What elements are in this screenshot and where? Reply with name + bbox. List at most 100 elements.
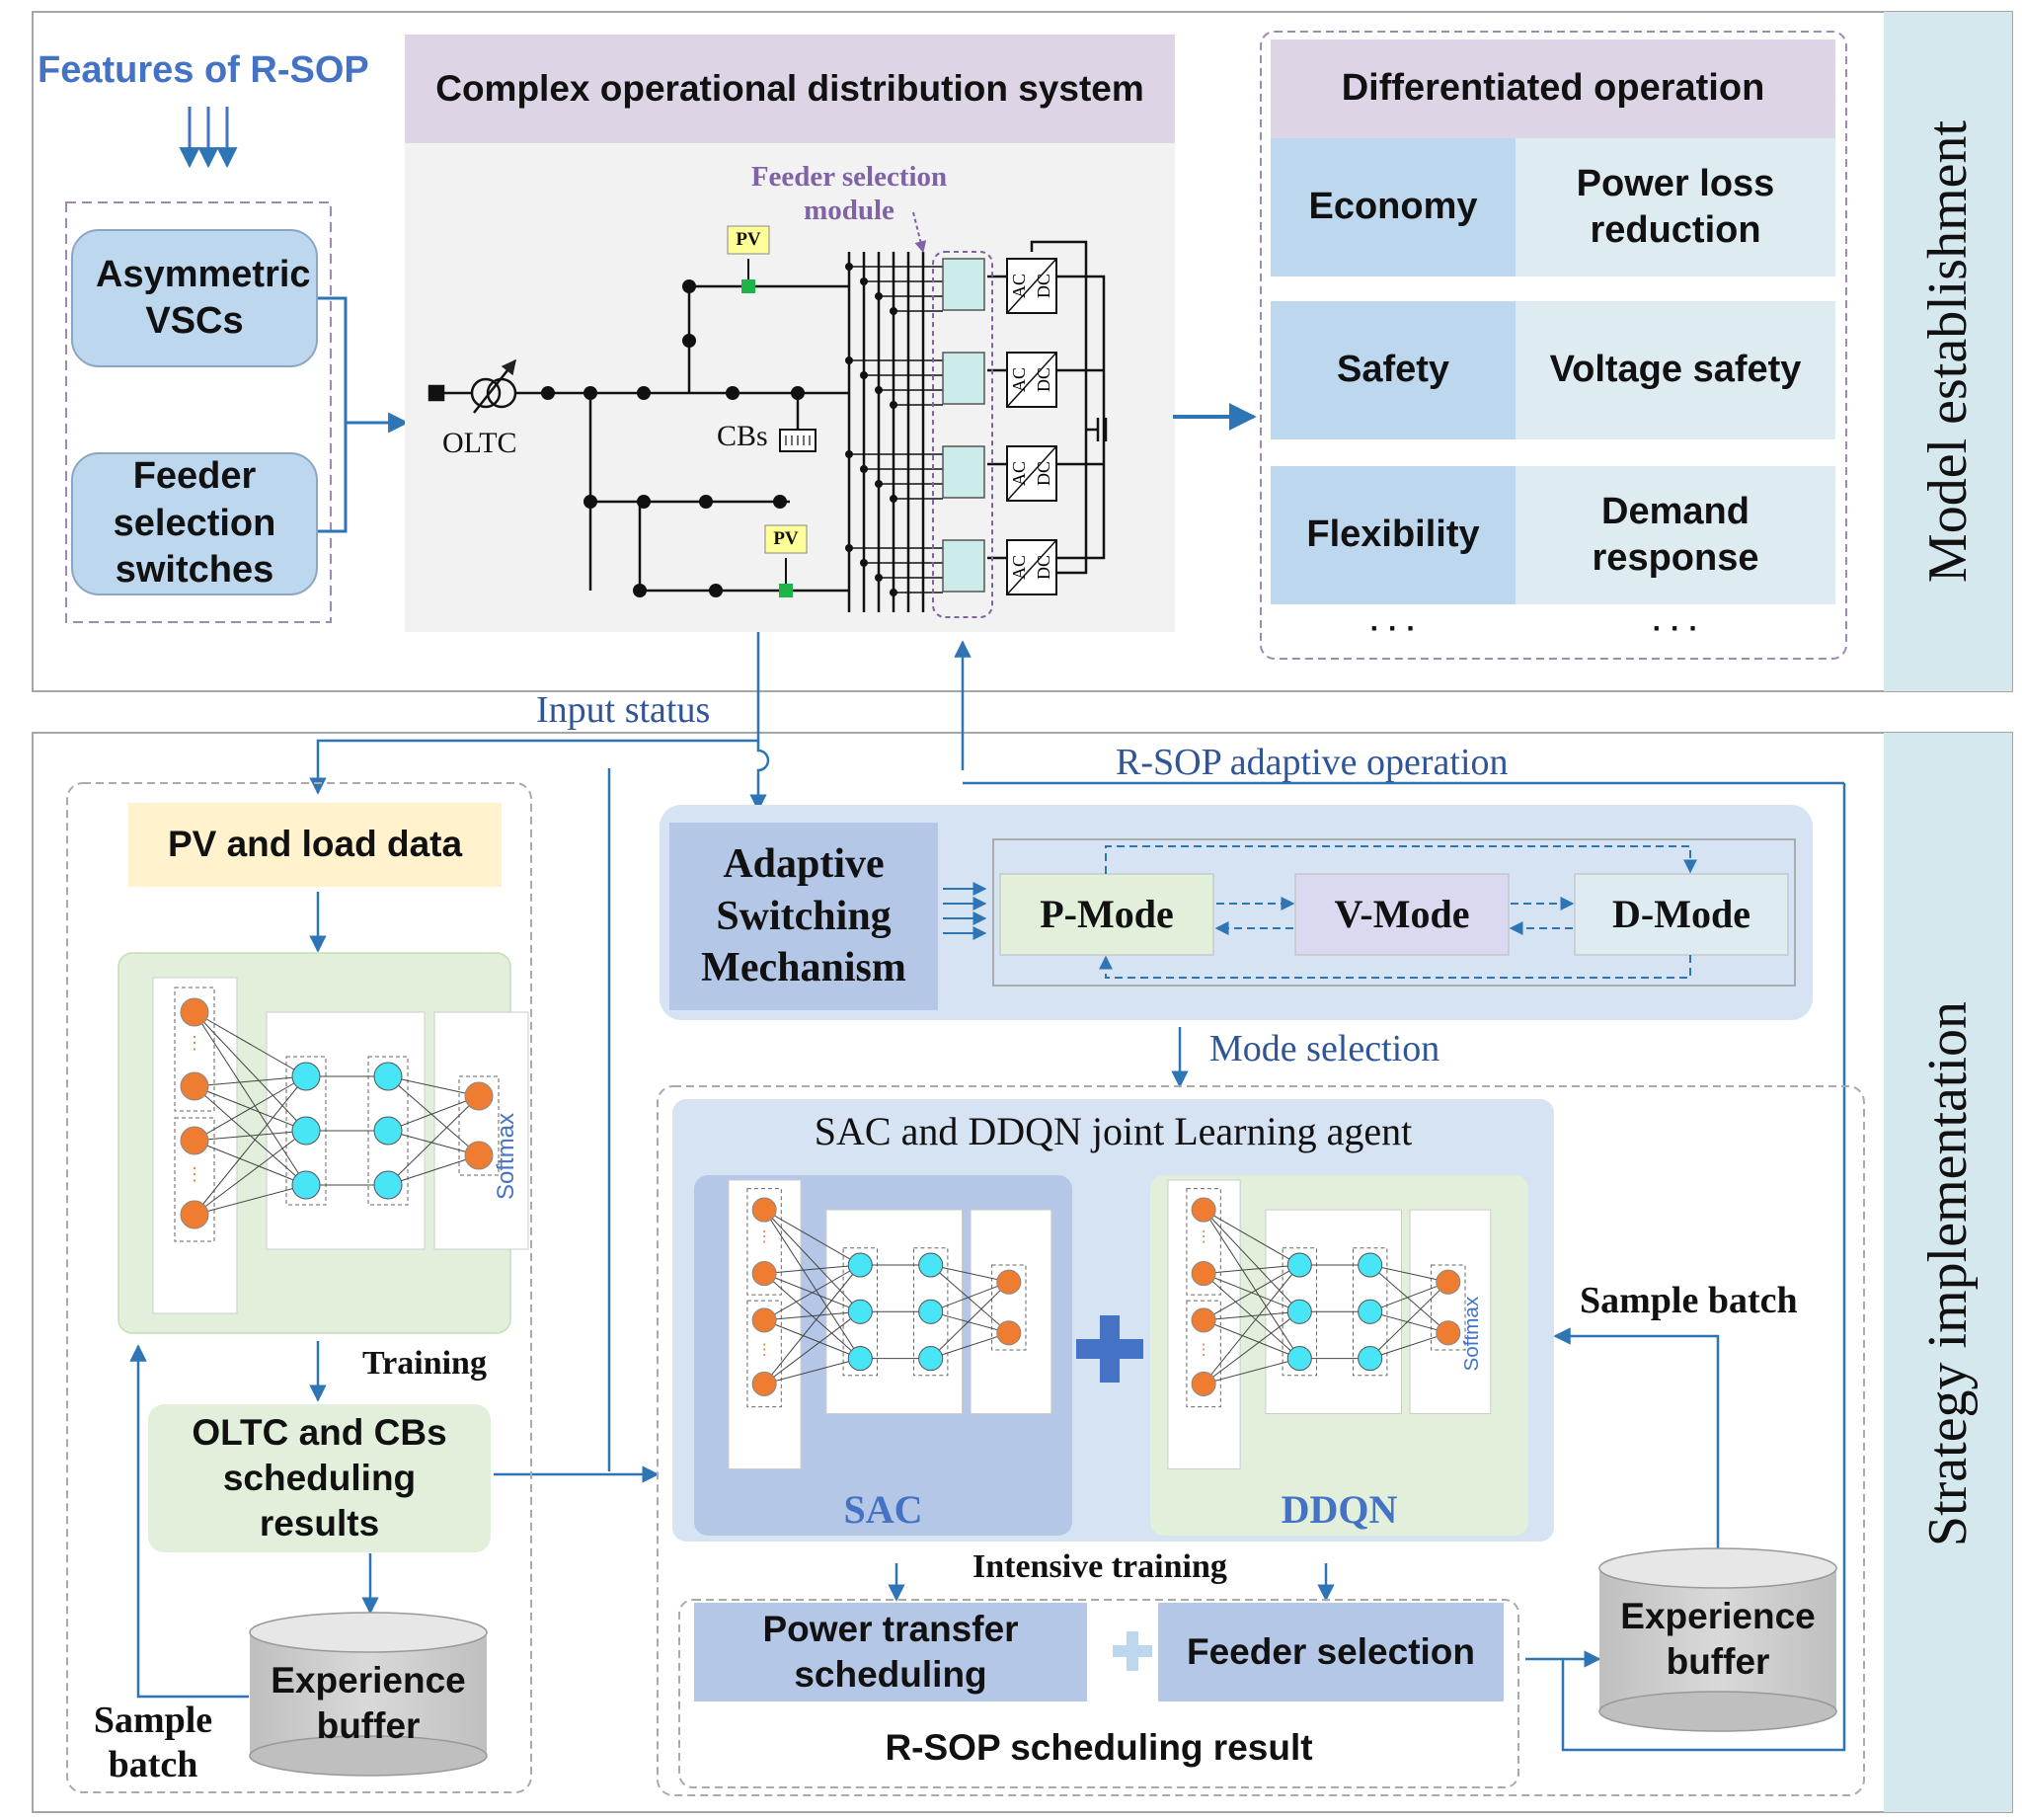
training-label: Training bbox=[362, 1345, 487, 1382]
ddqn-nn-input-node bbox=[1191, 1261, 1216, 1287]
left-nn-edge bbox=[194, 1011, 307, 1132]
left-nn-input-node bbox=[180, 997, 209, 1027]
sac-nn-input-node bbox=[751, 1371, 777, 1396]
features-title: Features of R-SOP bbox=[38, 49, 369, 91]
d-mode-label: D-Mode bbox=[1612, 892, 1750, 936]
sac-nn-edge bbox=[763, 1264, 861, 1385]
converter-ac-label-1: AC bbox=[1009, 273, 1030, 299]
ddqn-nn-input-group bbox=[1186, 1300, 1221, 1408]
converter-ac-label-4: AC bbox=[1009, 554, 1030, 581]
sac-nn-hidden-node bbox=[847, 1346, 873, 1372]
left-nn-output-node bbox=[464, 1081, 494, 1111]
left-nn-edge bbox=[194, 1075, 307, 1142]
sac-nn-hidden-node bbox=[847, 1299, 873, 1324]
left-nn-edge bbox=[387, 1075, 480, 1156]
ddqn-nn-edge bbox=[1203, 1310, 1300, 1385]
sac-nn-input-node bbox=[751, 1197, 777, 1223]
d-mode-bg bbox=[1574, 873, 1789, 956]
right-experience-buffer: Experience buffer bbox=[1620, 1595, 1816, 1682]
sac-nn-edge bbox=[763, 1319, 861, 1360]
p-mode-label: P-Mode bbox=[1040, 892, 1174, 936]
pv-load-bg bbox=[128, 803, 502, 887]
sac-nn-edge bbox=[763, 1264, 861, 1321]
cbs-label: CBs bbox=[717, 420, 768, 452]
sac-nn-output-panel bbox=[970, 1209, 1052, 1414]
ddqn-nn-hidden-node bbox=[1358, 1299, 1383, 1324]
sac-nn-edge bbox=[930, 1281, 1009, 1312]
adaptive-mechanism-label: Adaptive Switching Mechanism bbox=[701, 841, 906, 991]
sac-nn-edge bbox=[930, 1264, 1010, 1334]
pv-tag-2 bbox=[764, 524, 808, 554]
ddqn-nn-input-node bbox=[1191, 1197, 1216, 1223]
left-nn-edge bbox=[194, 1140, 307, 1186]
ddqn-nn-edge bbox=[1369, 1264, 1449, 1334]
left-nn-edge bbox=[194, 1130, 307, 1142]
feature-arrows bbox=[179, 107, 238, 169]
ddqn-nn-edge bbox=[1203, 1264, 1300, 1321]
ddqn-nn-hidden-node bbox=[1358, 1346, 1383, 1372]
neural-networks: ⋮⋮Softmax⋮⋮⋮⋮Softmax bbox=[152, 977, 1492, 1469]
circuit bbox=[428, 240, 1108, 612]
scheduling-result-title: R-SOP scheduling result bbox=[885, 1726, 1313, 1768]
side-label-bottom: Strategy implementation bbox=[1917, 1000, 1979, 1547]
side-panel-top bbox=[1884, 12, 2012, 691]
sac-nn-dots: ⋮ bbox=[756, 1228, 771, 1245]
mechanism-bg bbox=[669, 823, 938, 1010]
sample-batch-right-label: Sample batch bbox=[1580, 1280, 1798, 1321]
left-nn-hidden-node bbox=[291, 1116, 321, 1146]
agent-title: SAC and DDQN joint Learning agent bbox=[814, 1109, 1413, 1153]
diff-left-safety: Safety bbox=[1336, 349, 1450, 391]
v-mode-bg bbox=[1294, 873, 1510, 956]
sac-nn-hidden-node bbox=[918, 1299, 944, 1324]
left-nn-output-node bbox=[464, 1141, 494, 1170]
left-nn-edge bbox=[194, 1075, 307, 1216]
side-panel-bottom bbox=[1884, 733, 2012, 1812]
sac-nn-edge bbox=[763, 1209, 861, 1266]
ddqn-nn-edge bbox=[1204, 1310, 1300, 1321]
sac-nn-hidden-node bbox=[918, 1252, 944, 1278]
sac-label: SAC bbox=[843, 1487, 923, 1532]
sac-nn-input-node bbox=[751, 1307, 777, 1333]
ddqn-nn-edge bbox=[1369, 1264, 1448, 1283]
results-dashed bbox=[678, 1599, 1519, 1788]
ddqn-nn-hidden-node bbox=[1286, 1252, 1312, 1278]
pv-load-box: PV and load data bbox=[167, 824, 463, 865]
diff-left-economy: Economy bbox=[1308, 186, 1478, 228]
left-nn-input-node bbox=[180, 1071, 209, 1101]
sac-nn-edge bbox=[930, 1332, 1009, 1360]
features-dashed-box bbox=[65, 201, 332, 623]
left-nn-edge bbox=[387, 1075, 480, 1097]
ddqn-nn-edge bbox=[1369, 1310, 1448, 1334]
sac-nn-input-group bbox=[746, 1300, 782, 1408]
ddqn-nn-input-node bbox=[1191, 1371, 1216, 1396]
sac-nn-edge bbox=[763, 1209, 861, 1312]
ddqn-nn-edge bbox=[1203, 1209, 1300, 1266]
ddqn-nn-edge bbox=[1369, 1281, 1449, 1359]
left-nn-input-node bbox=[180, 1126, 209, 1155]
left-nn-edge bbox=[194, 1075, 307, 1087]
left-nn-edge bbox=[194, 1011, 307, 1077]
diff-right-power-loss: Power loss reduction bbox=[1576, 162, 1775, 252]
converter-dc-label-3: DC bbox=[1034, 460, 1054, 487]
diff-right-demand: Demand response bbox=[1592, 490, 1759, 580]
pv-tag-1 bbox=[727, 225, 770, 255]
sample-batch-left-label: Sample batch bbox=[93, 1700, 213, 1785]
left-nn-edge bbox=[387, 1095, 480, 1186]
diff-ellipsis-left: · · · bbox=[1369, 612, 1417, 646]
adaptive-panel-bg bbox=[660, 805, 1813, 1020]
left-nn-softmax-label: Softmax bbox=[493, 1113, 519, 1200]
left-nn-dots: ⋮ bbox=[186, 1164, 203, 1184]
sac-nn-hidden-node bbox=[918, 1346, 944, 1372]
p-mode-bg bbox=[999, 873, 1214, 956]
ddqn-nn-edge bbox=[1203, 1358, 1300, 1385]
left-nn-input-group bbox=[174, 1117, 215, 1242]
converter-dc-label-1: DC bbox=[1034, 273, 1054, 299]
ddqn-nn-softmax-label: Softmax bbox=[1460, 1296, 1483, 1371]
sac-nn-edge bbox=[763, 1358, 861, 1385]
left-nn-edge bbox=[194, 1011, 307, 1186]
sac-nn-output-node bbox=[996, 1320, 1022, 1346]
sac-nn-edge bbox=[764, 1264, 861, 1275]
ddqn-label: DDQN bbox=[1281, 1487, 1398, 1532]
feeder-module-dashed bbox=[932, 251, 993, 618]
